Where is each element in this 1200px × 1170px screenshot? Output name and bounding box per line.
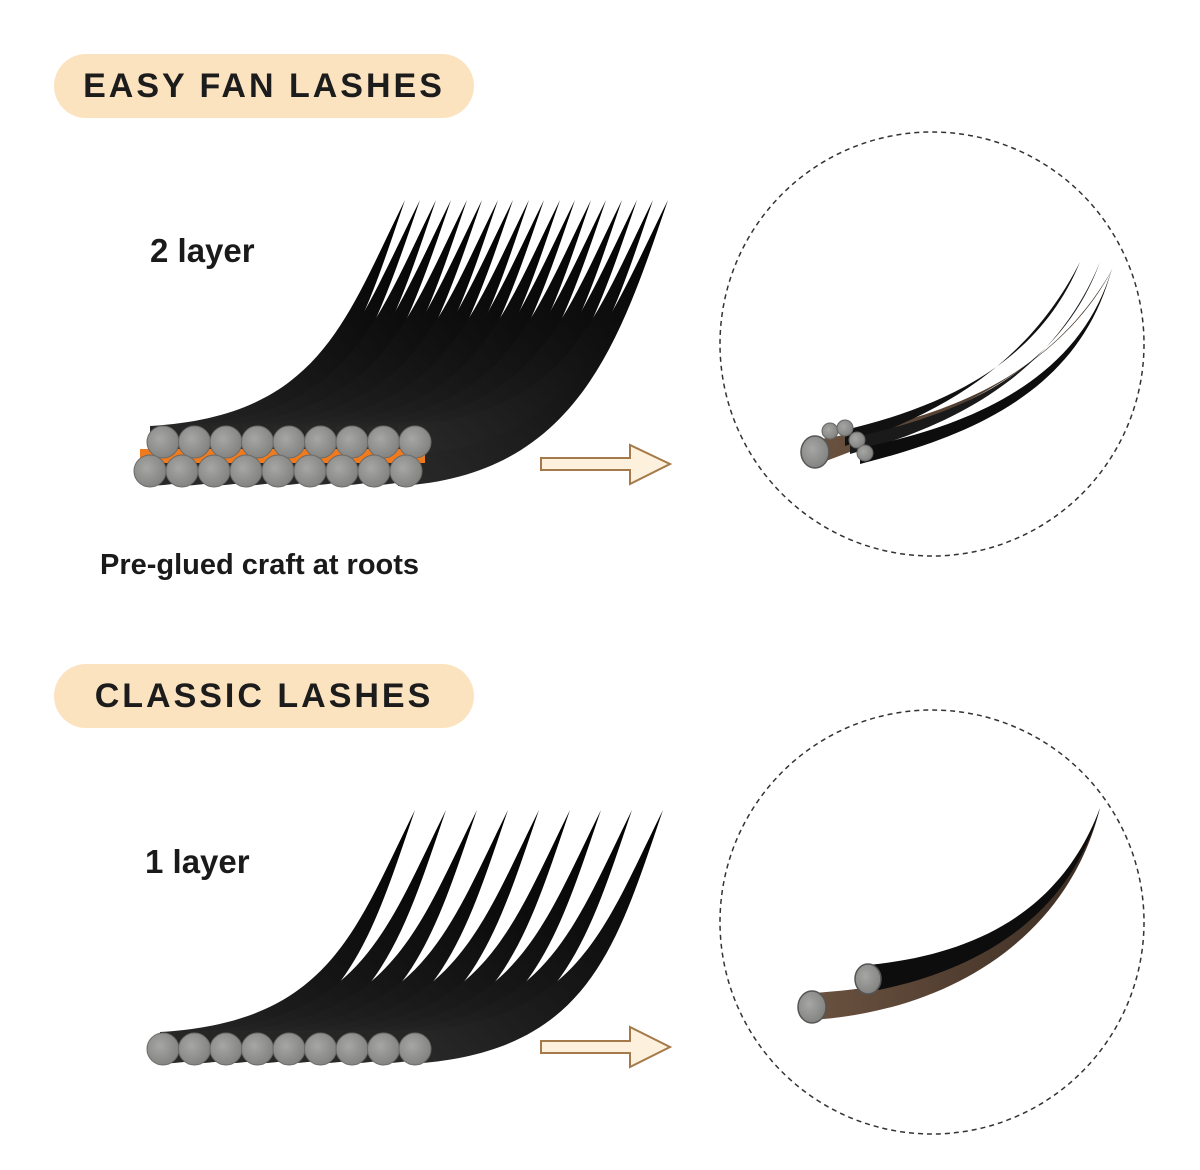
lash-root	[241, 425, 274, 459]
two-layer-lash-roots	[133, 425, 432, 488]
one-layer-lash-roots	[146, 1032, 432, 1066]
lash-root	[398, 425, 432, 459]
zoomed-two-layer-lash	[800, 262, 1113, 469]
lash-root	[133, 454, 167, 488]
pre-glued-caption: Pre-glued craft at roots	[100, 549, 420, 581]
lash-root	[398, 1032, 432, 1066]
lash-root	[209, 1032, 243, 1066]
lash-strand	[150, 200, 405, 456]
zoomed-one-layer-lash	[797, 808, 1100, 1024]
easy-fan-heading: EASY FAN LASHES	[83, 66, 445, 105]
lash-root	[241, 1032, 274, 1066]
lash-root	[325, 454, 359, 488]
magnifier-circle	[719, 131, 1145, 557]
lash-root	[209, 425, 243, 459]
classic-heading-badge: CLASSIC LASHES	[54, 664, 474, 728]
lash-root	[335, 425, 369, 459]
lash-strand	[408, 810, 663, 1064]
lash-root	[357, 454, 391, 488]
lash-root	[178, 425, 211, 459]
lash-root	[367, 425, 400, 459]
lash-strand	[181, 200, 436, 456]
lash-root	[389, 454, 423, 488]
lash-root	[272, 425, 306, 459]
lash-root	[293, 454, 327, 488]
lash-root	[367, 1032, 400, 1066]
lash-root	[146, 1032, 180, 1066]
arrow-right-icon	[540, 1025, 673, 1069]
lash-root	[261, 454, 295, 488]
lash-root	[304, 425, 337, 459]
lash-root	[335, 1032, 369, 1066]
magnifier-circle	[719, 709, 1145, 1135]
easy-fan-heading-badge: EASY FAN LASHES	[54, 54, 474, 118]
classic-heading: CLASSIC LASHES	[94, 676, 434, 715]
lash-root	[165, 454, 199, 488]
lash-root	[197, 454, 231, 488]
two-layer-label: 2 layer	[150, 232, 255, 269]
lash-root	[146, 425, 180, 459]
one-layer-lash-fan	[160, 810, 663, 1064]
lash-root	[272, 1032, 306, 1066]
one-layer-label: 1 layer	[145, 843, 250, 880]
lash-root	[178, 1032, 211, 1066]
arrow-right-icon	[540, 443, 673, 486]
lash-root	[229, 454, 263, 488]
lash-root	[304, 1032, 337, 1066]
